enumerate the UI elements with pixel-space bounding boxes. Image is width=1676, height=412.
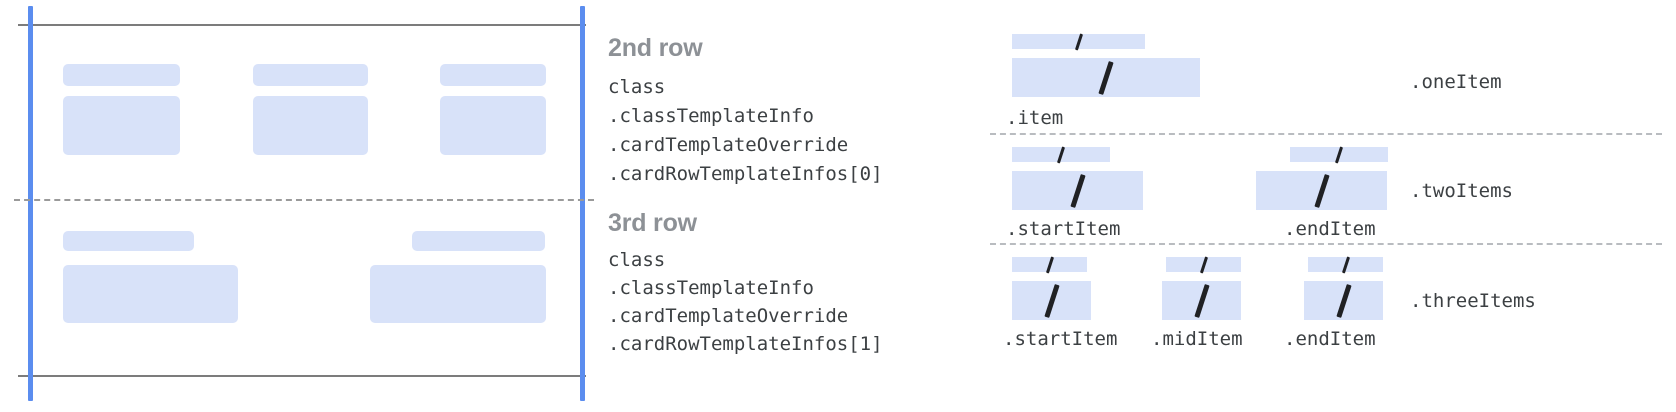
- card-left-guide-line: [28, 6, 33, 401]
- item-label: .endItem: [1284, 218, 1376, 240]
- card-row-divider-line: [14, 199, 594, 201]
- annotation-line: .cardTemplateOverride: [608, 305, 849, 327]
- slash-icon: [1045, 255, 1054, 274]
- item-title-placeholder: [1012, 32, 1145, 51]
- item-label: .item: [1006, 107, 1064, 129]
- slash-icon: [1098, 60, 1114, 95]
- item-body-placeholder: [1162, 281, 1241, 320]
- item-title-placeholder: [1166, 255, 1241, 274]
- item-body-placeholder: [1256, 171, 1387, 210]
- annotation-line: .cardTemplateOverride: [608, 134, 849, 156]
- cell-title-bar: [63, 231, 194, 251]
- item-body-placeholder: [1012, 281, 1091, 320]
- card-top-boundary-line: [18, 24, 586, 26]
- item-body-placeholder: [1012, 58, 1200, 97]
- item-group-label: .oneItem: [1410, 71, 1502, 93]
- item-label: .midItem: [1151, 328, 1243, 350]
- slash-icon: [1313, 173, 1330, 208]
- slash-icon: [1069, 173, 1086, 208]
- slash-icon: [1341, 255, 1350, 274]
- cell-title-bar: [440, 64, 546, 86]
- annotation-heading: 2nd row: [608, 34, 703, 62]
- item-title-placeholder: [1308, 255, 1383, 274]
- cell-body-box: [63, 96, 180, 155]
- annotation-line: .cardRowTemplateInfos[1]: [608, 333, 883, 355]
- cell-body-box: [440, 96, 546, 155]
- item-group-label: .threeItems: [1410, 290, 1536, 312]
- item-variants-panel: .item .oneItem .startItem .endItem .twoI…: [984, 0, 1676, 412]
- slash-icon: [1043, 283, 1060, 318]
- item-label: .startItem: [1006, 218, 1121, 240]
- annotation-column: 2nd row class .classTemplateInfo .cardTe…: [604, 0, 984, 412]
- card-row-preview: [0, 0, 600, 412]
- item-label: .endItem: [1284, 328, 1376, 350]
- slash-icon: [1335, 283, 1352, 318]
- annotation-line: class: [608, 76, 666, 98]
- item-title-placeholder: [1012, 255, 1087, 274]
- slash-icon: [1199, 255, 1208, 274]
- annotation-heading: 3rd row: [608, 209, 697, 237]
- slash-icon: [1056, 145, 1066, 164]
- cell-body-box: [253, 96, 368, 155]
- annotation-line: .classTemplateInfo: [608, 105, 814, 127]
- cell-title-bar: [253, 64, 368, 86]
- slash-icon: [1334, 145, 1344, 164]
- annotation-line: class: [608, 249, 666, 271]
- slash-icon: [1193, 283, 1210, 318]
- item-group-divider: [990, 133, 1662, 135]
- card-bottom-boundary-line: [18, 375, 586, 377]
- item-group-divider: [990, 243, 1662, 245]
- cell-body-box: [370, 265, 546, 323]
- card-right-guide-line: [580, 6, 585, 401]
- annotation-line: .classTemplateInfo: [608, 277, 814, 299]
- slash-icon: [1074, 32, 1083, 51]
- item-body-placeholder: [1304, 281, 1383, 320]
- cell-body-box: [63, 265, 238, 323]
- item-title-placeholder: [1012, 145, 1110, 164]
- item-label: .startItem: [1003, 328, 1118, 350]
- item-group-label: .twoItems: [1410, 180, 1513, 202]
- annotation-line: .cardRowTemplateInfos[0]: [608, 163, 883, 185]
- cell-title-bar: [63, 64, 180, 86]
- cell-title-bar: [412, 231, 545, 251]
- item-body-placeholder: [1012, 171, 1143, 210]
- item-title-placeholder: [1290, 145, 1388, 164]
